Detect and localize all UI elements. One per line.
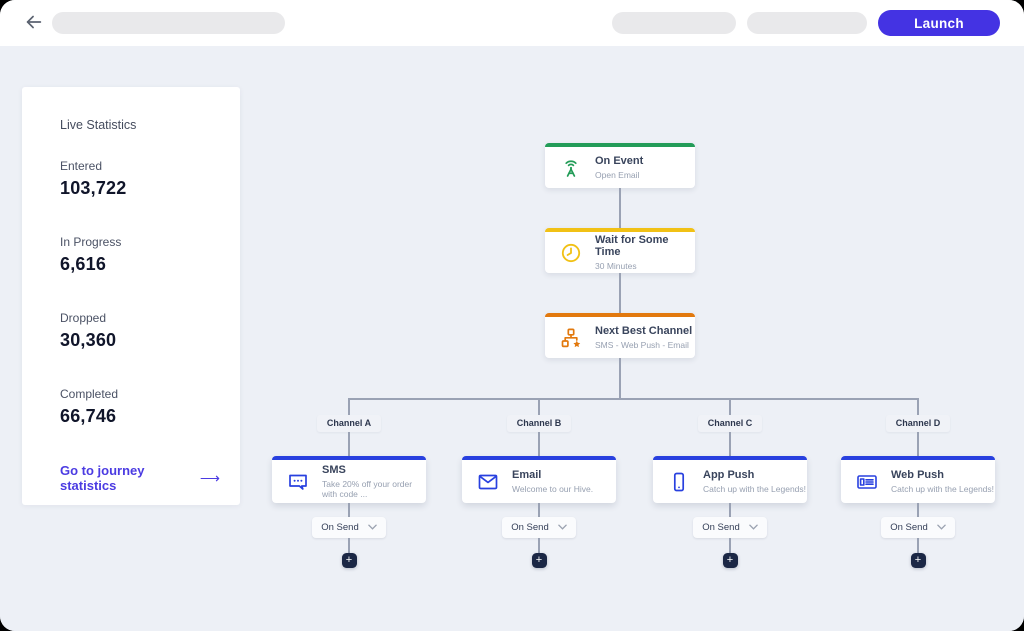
connector-line bbox=[917, 432, 919, 456]
branch-channel-d: Channel D Web Push Catch up with the Leg… bbox=[841, 398, 995, 568]
journey-canvas[interactable]: Live Statistics Entered 103,722 In Progr… bbox=[0, 46, 1024, 631]
node-subtitle: 30 Minutes bbox=[595, 261, 637, 271]
edge-label-channel-a: Channel A bbox=[316, 415, 382, 432]
node-title: App Push bbox=[703, 469, 755, 481]
stat-in-progress: In Progress 6,616 bbox=[60, 235, 122, 274]
sms-icon bbox=[286, 470, 310, 494]
launch-button[interactable]: Launch bbox=[878, 10, 1000, 36]
action-placeholder-1 bbox=[612, 12, 736, 34]
on-send-dropdown[interactable]: On Send bbox=[502, 517, 576, 538]
stats-title: Live Statistics bbox=[60, 118, 137, 132]
connector-line bbox=[538, 538, 540, 553]
chevron-down-icon bbox=[748, 522, 758, 533]
chevron-down-icon bbox=[557, 522, 567, 533]
edge-label-channel-b: Channel B bbox=[506, 415, 572, 432]
add-node-button[interactable]: + bbox=[531, 553, 547, 568]
branch-channel-c: Channel C App Push Catch up with the Leg… bbox=[653, 398, 807, 568]
add-node-button[interactable]: + bbox=[910, 553, 926, 568]
web-push-icon bbox=[855, 470, 879, 494]
connector-line bbox=[619, 188, 621, 228]
connector-line bbox=[729, 432, 731, 456]
connector-line bbox=[917, 503, 919, 517]
connector-line bbox=[348, 503, 350, 517]
email-node[interactable]: Email Welcome to our Hive. bbox=[462, 456, 616, 503]
node-subtitle: Welcome to our Hive. bbox=[512, 484, 594, 494]
node-subtitle: Catch up with the Legends! bbox=[703, 484, 807, 494]
connector-line bbox=[917, 398, 919, 415]
connector-line bbox=[538, 398, 540, 415]
antenna-icon bbox=[559, 156, 583, 180]
node-subtitle: SMS - Web Push - Email bbox=[595, 340, 689, 350]
clock-icon bbox=[559, 241, 583, 265]
node-title: Web Push bbox=[891, 469, 944, 481]
chevron-down-icon bbox=[936, 522, 946, 533]
node-subtitle: Open Email bbox=[595, 170, 640, 180]
sms-node[interactable]: SMS Take 20% off your order with code ..… bbox=[272, 456, 426, 503]
connector-line bbox=[729, 503, 731, 517]
next-best-channel-node[interactable]: Next Best Channel SMS - Web Push - Email bbox=[545, 313, 695, 358]
node-subtitle: Catch up with the Legends! bbox=[891, 484, 995, 494]
hierarchy-star-icon bbox=[559, 326, 583, 350]
long-right-arrow-icon: ⟶ bbox=[199, 469, 220, 486]
edge-label-channel-d: Channel D bbox=[885, 415, 951, 432]
wait-node[interactable]: Wait for Some Time 30 Minutes bbox=[545, 228, 695, 273]
node-title: Next Best Channel bbox=[595, 325, 693, 337]
on-send-dropdown[interactable]: On Send bbox=[881, 517, 955, 538]
branch-channel-b: Channel B Email Welcome to our Hive. On … bbox=[462, 398, 616, 568]
on-send-dropdown[interactable]: On Send bbox=[312, 517, 386, 538]
connector-line bbox=[619, 273, 621, 313]
app-push-icon bbox=[667, 470, 691, 494]
connector-line bbox=[729, 398, 731, 415]
flow-main-chain: On Event Open Email Wait for Some Time 3… bbox=[545, 143, 695, 398]
live-statistics-panel: Live Statistics Entered 103,722 In Progr… bbox=[22, 87, 240, 505]
connector-line bbox=[348, 398, 350, 415]
action-placeholder-2 bbox=[747, 12, 867, 34]
node-title: Wait for Some Time bbox=[595, 234, 669, 258]
topbar-actions: Launch bbox=[612, 10, 1000, 36]
back-arrow-icon bbox=[23, 11, 45, 36]
connector-line bbox=[538, 503, 540, 517]
node-title: Email bbox=[512, 469, 542, 481]
journey-statistics-link[interactable]: Go to journey statistics ⟶ bbox=[60, 463, 220, 493]
web-push-node[interactable]: Web Push Catch up with the Legends! bbox=[841, 456, 995, 503]
email-icon bbox=[476, 470, 500, 494]
chevron-down-icon bbox=[367, 522, 377, 533]
split-connector-line bbox=[349, 398, 918, 400]
node-title: SMS bbox=[322, 464, 346, 476]
back-button[interactable] bbox=[22, 11, 46, 35]
stat-completed: Completed 66,746 bbox=[60, 387, 119, 426]
on-event-node[interactable]: On Event Open Email bbox=[545, 143, 695, 188]
on-send-dropdown[interactable]: On Send bbox=[693, 517, 767, 538]
add-node-button[interactable]: + bbox=[722, 553, 738, 568]
connector-line bbox=[729, 538, 731, 553]
branch-channel-a: Channel A SMS Take 20% off your order wi… bbox=[272, 398, 426, 568]
connector-line bbox=[619, 358, 621, 398]
connector-line bbox=[917, 538, 919, 553]
connector-line bbox=[538, 432, 540, 456]
topbar: Launch bbox=[0, 0, 1024, 47]
connector-line bbox=[348, 538, 350, 553]
stat-dropped: Dropped 30,360 bbox=[60, 311, 117, 350]
add-node-button[interactable]: + bbox=[341, 553, 357, 568]
stat-entered: Entered 103,722 bbox=[60, 159, 127, 198]
node-subtitle: Take 20% off your order with code ... bbox=[322, 479, 413, 499]
app-push-node[interactable]: App Push Catch up with the Legends! bbox=[653, 456, 807, 503]
connector-line bbox=[348, 432, 350, 456]
journey-title-placeholder bbox=[52, 12, 285, 34]
edge-label-channel-c: Channel C bbox=[697, 415, 763, 432]
node-title: On Event bbox=[595, 155, 644, 167]
